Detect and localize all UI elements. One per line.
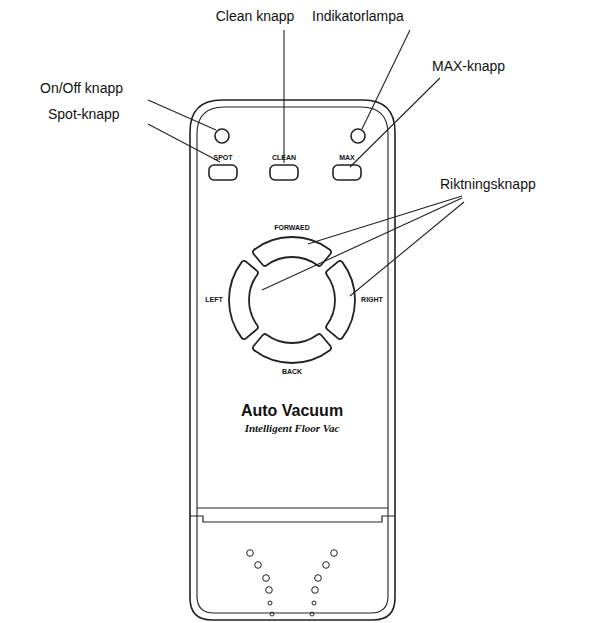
remote-body: [190, 100, 395, 620]
callout-label: On/Off knapp: [40, 80, 123, 96]
onoff-button: [215, 129, 229, 143]
speaker-hole: [310, 612, 314, 616]
leader-line: [308, 196, 462, 244]
direction-button: [253, 237, 331, 266]
spot-button: [209, 165, 237, 180]
button-label: RIGHT: [361, 296, 383, 304]
speaker-hole: [312, 587, 319, 594]
leader-line: [350, 202, 464, 296]
leader-line: [148, 124, 220, 162]
leader-line: [148, 100, 216, 130]
speaker-hole: [268, 601, 272, 605]
button-label: SPOT: [213, 154, 232, 162]
direction-button: [253, 334, 331, 363]
battery-cover-line: [190, 508, 395, 522]
brand-label: Auto Vacuum: [241, 402, 343, 420]
clean-button: [270, 165, 298, 180]
button-label: MAX: [339, 154, 355, 162]
speaker-hole: [312, 601, 316, 605]
callout-label: Riktningsknapp: [440, 176, 536, 192]
direction-button: [229, 261, 258, 339]
speaker-hole: [247, 550, 254, 557]
callout-label: MAX-knapp: [432, 58, 505, 74]
speaker-hole: [270, 612, 274, 616]
speaker-hole: [331, 550, 338, 557]
leader-line: [283, 30, 284, 163]
button-label: LEFT: [205, 296, 223, 304]
speaker-hole: [255, 562, 262, 569]
leader-line: [262, 198, 462, 290]
leader-line: [350, 78, 440, 167]
speaker-hole: [263, 575, 270, 582]
max-button: [333, 165, 361, 180]
speaker-hole: [323, 562, 330, 569]
direction-button: [326, 261, 355, 339]
button-label: FORWAED: [274, 224, 310, 232]
speaker-hole: [315, 575, 322, 582]
indicator-lamp: [351, 129, 365, 143]
brand-subtitle: Intelligent Floor Vac: [245, 422, 340, 435]
speaker-hole: [266, 587, 273, 594]
callout-label: Spot-knapp: [48, 106, 120, 122]
leader-lines: [148, 30, 464, 296]
callout-label: Clean knapp: [216, 8, 295, 24]
button-label: CLEAN: [272, 154, 296, 162]
button-label: BACK: [282, 368, 302, 376]
speaker-dots: [247, 550, 338, 616]
remote-inner-edge: [197, 107, 388, 613]
callout-label: Indikatorlampa: [312, 8, 404, 24]
